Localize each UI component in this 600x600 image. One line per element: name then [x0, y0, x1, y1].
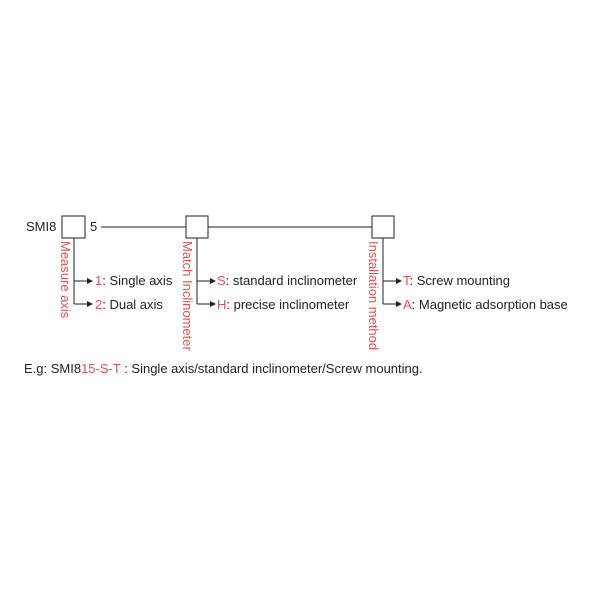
option-1: 1: Single axis [95, 273, 173, 288]
code-box-1 [61, 215, 86, 239]
group-title-measure-axis: Measure axis [58, 241, 73, 319]
code-box-2 [185, 215, 209, 239]
example-line: E.g: SMI815-S-T : Single axis/standard i… [24, 361, 423, 376]
option-s: S: standard inclinometer [217, 273, 358, 288]
group-title-match-inclinometer: Match Inclinometer [180, 241, 195, 351]
option-2: 2: Dual axis [95, 297, 163, 312]
option-t: T: Screw mounting [403, 273, 510, 288]
fixed-digit: 5 [90, 219, 98, 234]
option-h: H: precise inclinometer [217, 297, 350, 312]
option-a: A: Magnetic adsorption base [403, 297, 568, 312]
group-title-installation-method: Installation method [366, 241, 381, 351]
model-prefix: SMI8 [26, 219, 57, 234]
code-box-3 [371, 215, 395, 239]
